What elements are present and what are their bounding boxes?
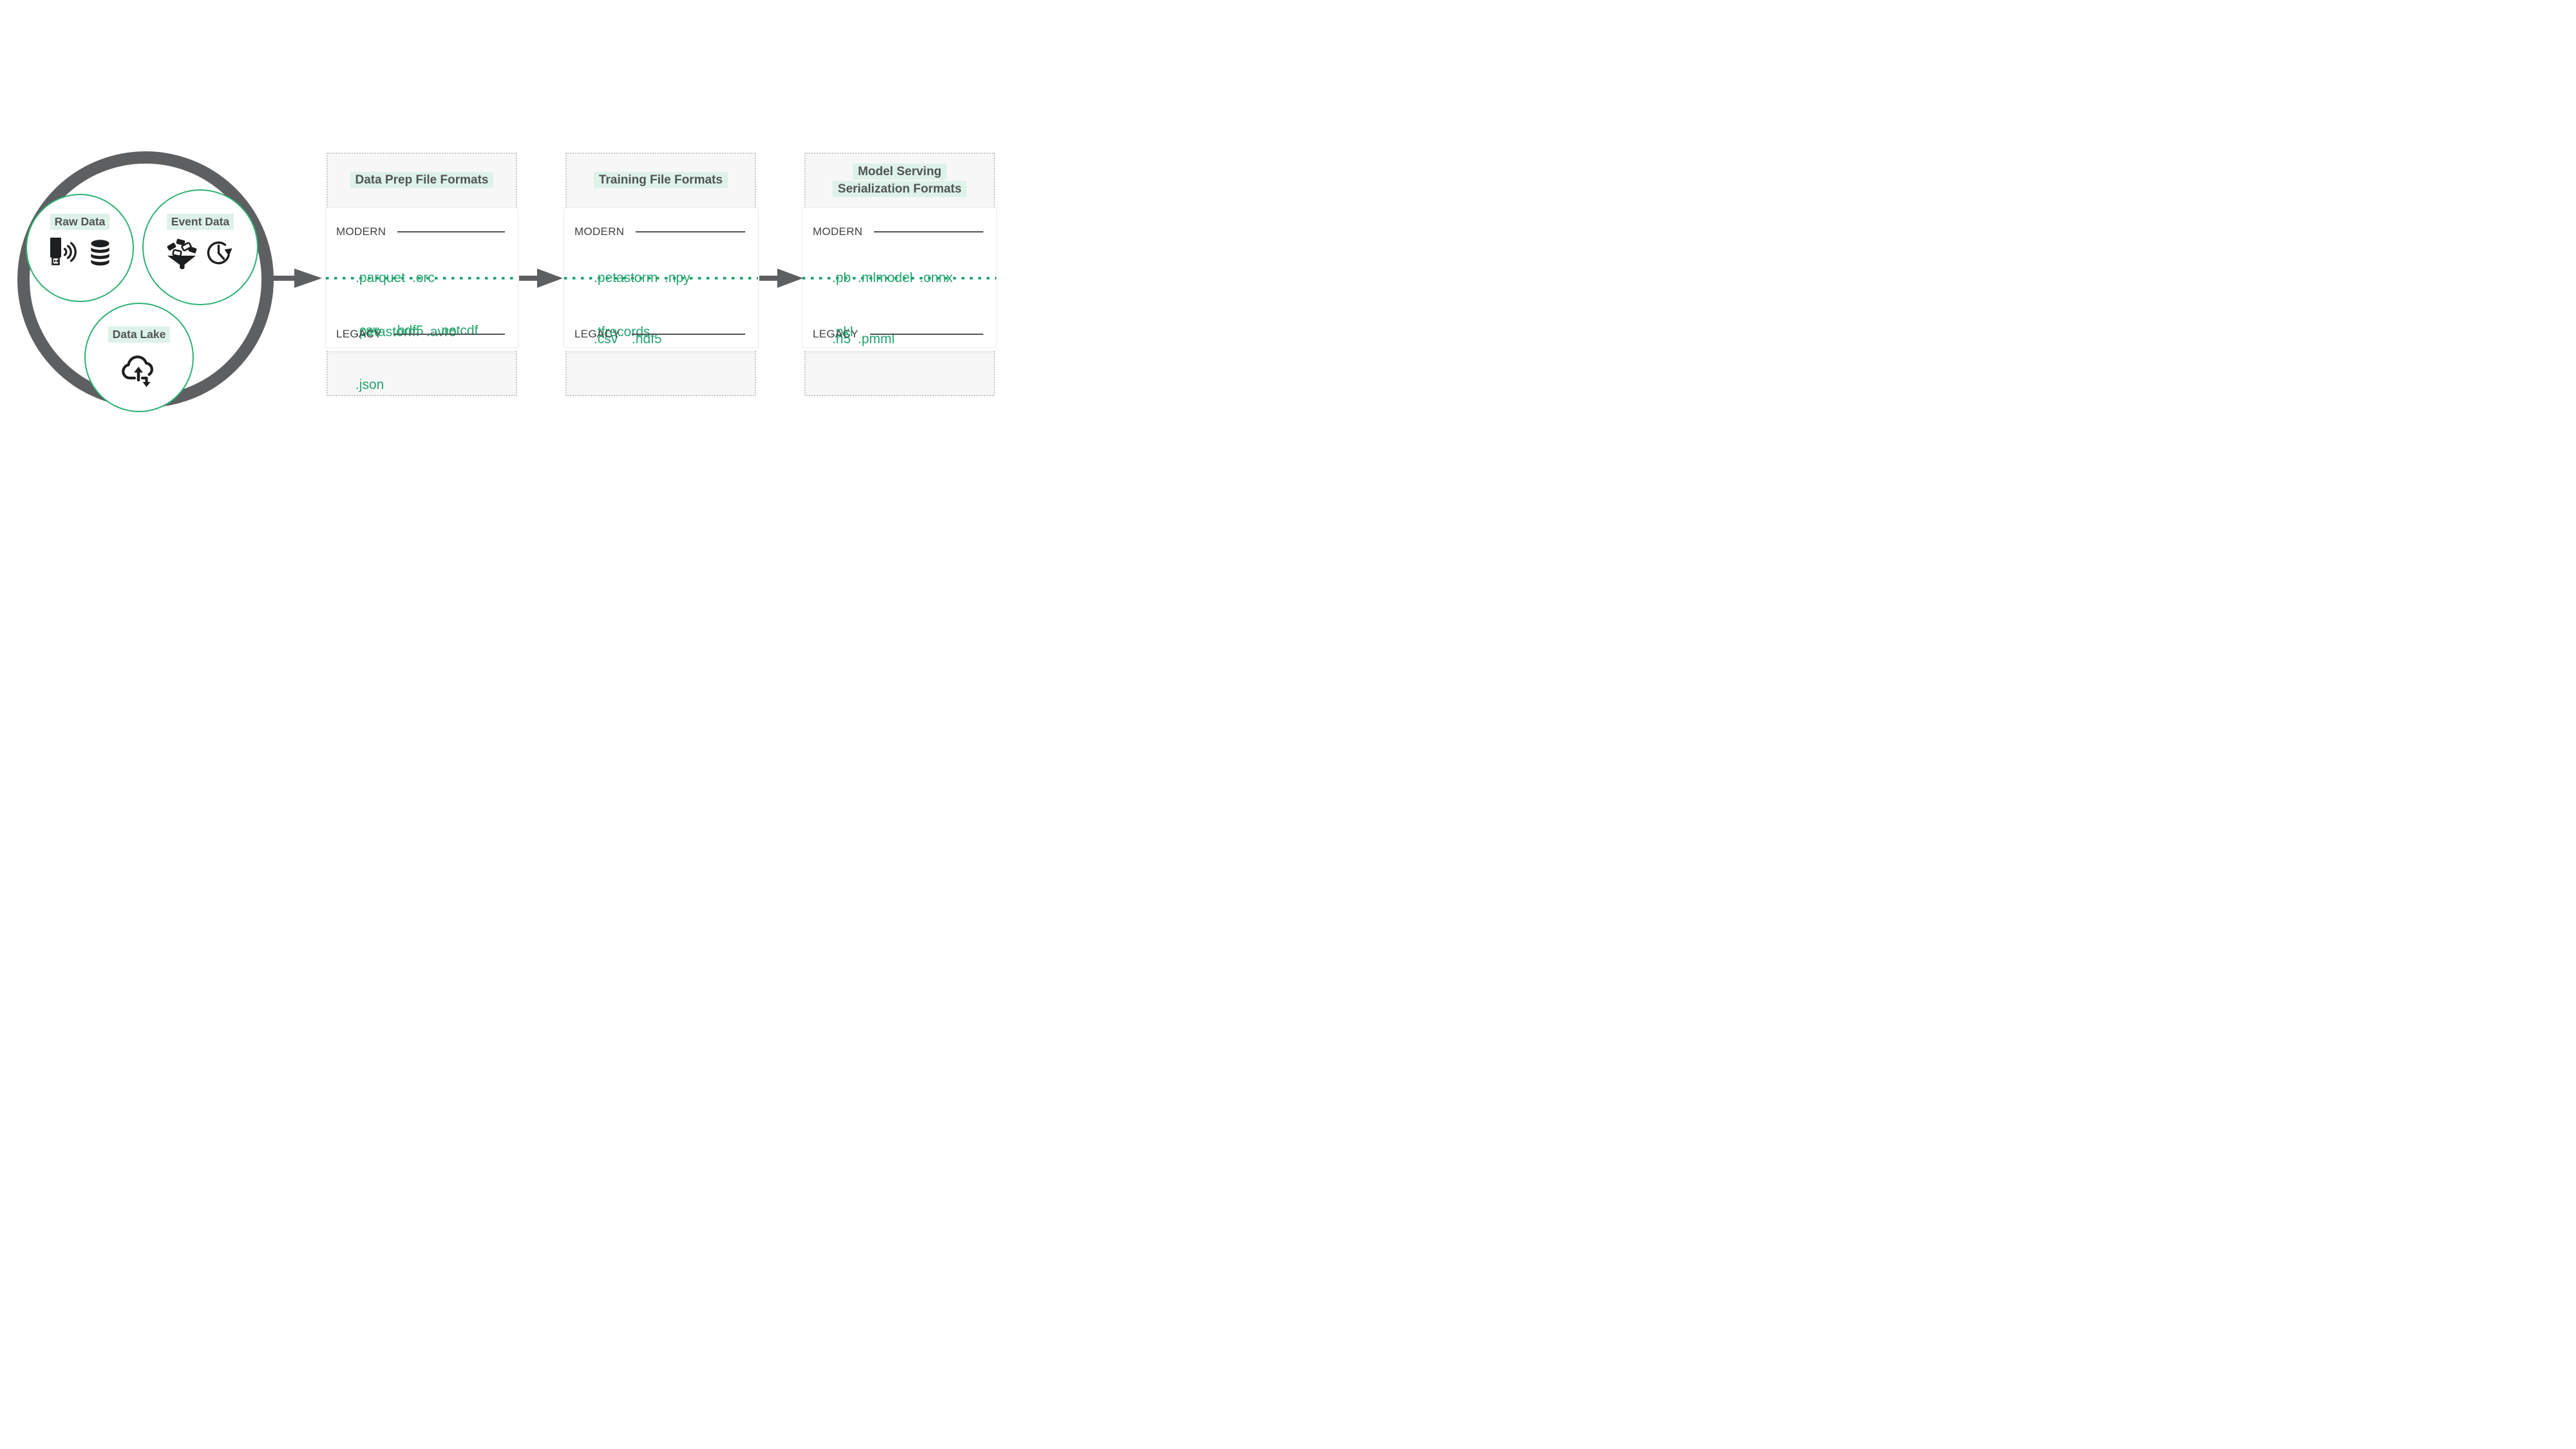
- arrow-shaft: [519, 276, 537, 281]
- modern-rule: [397, 231, 505, 233]
- stage-training-title: Training File Formats: [565, 154, 756, 206]
- modern-legacy-divider-dotted-line: [326, 277, 518, 279]
- format-line: .pkl: [832, 325, 853, 339]
- flow-arrow-source-to-dataprep: [264, 269, 322, 288]
- funnel-events-icon: [166, 237, 198, 274]
- arrow-head-icon: [294, 269, 322, 288]
- stage-serving-title-line: Serialization Formats: [832, 180, 967, 197]
- training-legacy-formats: .csv .hdf5: [594, 294, 753, 384]
- serving-legacy-formats: .h5 .pmml: [832, 294, 991, 384]
- modern-label: MODERN: [574, 225, 625, 238]
- modern-label: MODERN: [813, 225, 863, 238]
- modern-section-header: MODERN: [813, 225, 983, 238]
- raw-data-bubble: Raw Data: [26, 194, 134, 302]
- stage-training-card: MODERN .petastorm .npy .tfrecords .csv .…: [564, 207, 759, 348]
- event-data-bubble: Event Data: [142, 189, 258, 305]
- legacy-label: LEGACY: [574, 328, 620, 340]
- raw-data-label: Raw Data: [50, 214, 110, 230]
- event-data-label: Event Data: [166, 214, 234, 230]
- event-data-icons: [166, 237, 235, 274]
- format-line: .csv .hdf5: [594, 332, 662, 346]
- legacy-section-header: LEGACY: [574, 328, 745, 341]
- format-line: .h5 .pmml: [832, 332, 895, 346]
- modern-legacy-divider-dotted-line: [802, 277, 996, 279]
- modern-rule: [636, 231, 745, 233]
- format-line: .petastorm .avro: [355, 325, 457, 339]
- modern-section-header: MODERN: [336, 225, 505, 238]
- data-lake-label: Data Lake: [108, 327, 171, 343]
- legacy-rule: [393, 333, 505, 336]
- dataprep-legacy-formats: .csv .hdf5 .netcdf .json: [355, 286, 513, 430]
- stage-dataprep-title-line: Data Prep File Formats: [350, 172, 494, 188]
- ml-file-formats-diagram: Raw Data: [0, 0, 1030, 580]
- stage-dataprep-card: MODERN .parquet .orc .petastorm .avro .c…: [325, 207, 518, 392]
- modern-label: MODERN: [336, 225, 386, 238]
- stage-training-title-line: Training File Formats: [593, 172, 728, 188]
- arrow-head-icon: [537, 269, 563, 288]
- legacy-section-header: LEGACY: [336, 328, 505, 341]
- stage-serving-title: Model Serving Serialization Formats: [804, 154, 995, 206]
- legacy-label: LEGACY: [813, 328, 858, 340]
- clock-history-icon: [205, 239, 235, 272]
- legacy-rule: [869, 333, 983, 336]
- stage-dataprep-title: Data Prep File Formats: [327, 154, 517, 206]
- arrow-shaft: [264, 276, 294, 281]
- usb-sensor-icon: [49, 237, 82, 272]
- cloud-sync-icon: [119, 350, 159, 392]
- modern-legacy-divider-dotted-line: [564, 277, 758, 279]
- data-lake-bubble: Data Lake: [84, 303, 194, 412]
- legacy-label: LEGACY: [336, 328, 382, 340]
- modern-section-header: MODERN: [574, 225, 745, 238]
- modern-rule: [874, 231, 983, 233]
- arrow-shaft: [759, 276, 777, 281]
- flow-arrow-training-to-serving: [759, 269, 803, 288]
- raw-data-icons: [49, 237, 111, 272]
- flow-arrow-dataprep-to-training: [519, 269, 563, 288]
- format-line: .tfrecords: [594, 325, 650, 339]
- database-icon: [90, 240, 111, 269]
- stage-serving-title-line: Model Serving: [853, 163, 947, 180]
- format-line: .json: [355, 377, 384, 392]
- legacy-section-header: LEGACY: [813, 328, 983, 341]
- arrow-head-icon: [777, 269, 803, 288]
- legacy-rule: [631, 333, 745, 336]
- data-lake-icons: [119, 350, 159, 392]
- stage-serving-card: MODERN .pb .mlmodel .onnx .pkl .h5 .pmml…: [802, 207, 997, 348]
